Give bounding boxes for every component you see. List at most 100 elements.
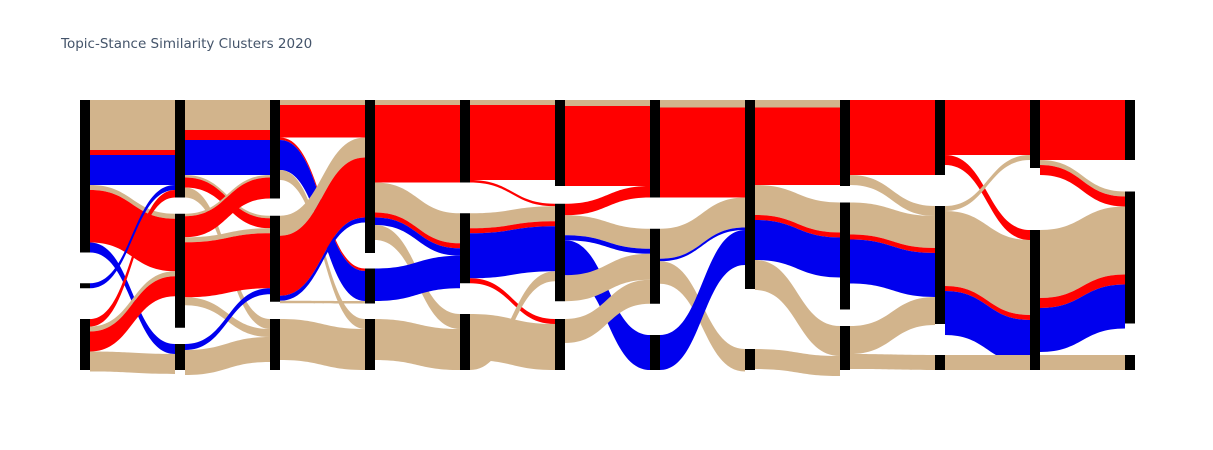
sankey-node-c0c[interactable] <box>80 319 90 370</box>
sankey-link-c10b-c11b-tan-89[interactable] <box>1040 206 1125 299</box>
sankey-node-c9b[interactable] <box>935 206 945 324</box>
sankey-link-c8c-c9c-tan-78[interactable] <box>850 354 935 370</box>
sankey-node-c0b[interactable] <box>80 283 90 289</box>
sankey-link-c1c-c2b-blue-22[interactable] <box>185 288 270 350</box>
sankey-link-c1c-c2c-tan-23[interactable] <box>185 337 270 375</box>
sankey-link-c4b-c5b-tan-45[interactable] <box>470 206 555 229</box>
sankey-node-c8b[interactable] <box>840 202 850 310</box>
sankey-link-c0c-c1c-tan-10[interactable] <box>90 351 175 375</box>
sankey-link-c1a-c2a-blue-13[interactable] <box>185 140 270 175</box>
sankey-link-c10b-c11b-red-90[interactable] <box>1040 274 1125 309</box>
sankey-node-c0a[interactable] <box>80 100 90 253</box>
sankey-node-c7b[interactable] <box>745 349 755 370</box>
sankey-node-c2a[interactable] <box>270 100 280 199</box>
sankey-link-c10a-c11b-red-88[interactable] <box>1040 165 1125 207</box>
sankey-link-c3a-c4b-blue-38[interactable] <box>375 217 460 256</box>
sankey-link-c2b-c3a-blue-31[interactable] <box>280 217 365 301</box>
sankey-link-c1a-c2a-red-12[interactable] <box>185 130 270 140</box>
sankey-link-c2c-c3c-tan-33[interactable] <box>280 319 365 370</box>
sankey-link-c9b-c10a-tan-81[interactable] <box>945 155 1030 211</box>
sankey-link-c5a-c6a-red-52[interactable] <box>565 106 650 186</box>
sankey-node-c5c[interactable] <box>555 319 565 370</box>
sankey-link-c9a-c10a-red-79[interactable] <box>945 100 1030 155</box>
sankey-link-c8b-c9b-tan-74[interactable] <box>850 202 935 249</box>
sankey-link-c5b-c6b-tan-57[interactable] <box>565 253 650 302</box>
sankey-link-c2b-c3a-red-30[interactable] <box>280 157 365 296</box>
sankey-node-c6a[interactable] <box>650 100 660 198</box>
sankey-node-c11a[interactable] <box>1125 100 1135 160</box>
sankey-link-c4a-c5a-red-43[interactable] <box>470 105 555 180</box>
sankey-link-c4b-c5c-red-48[interactable] <box>470 278 555 324</box>
sankey-link-c7b-c8c-tan-71[interactable] <box>755 349 840 376</box>
sankey-link-c6c-c7a-blue-64[interactable] <box>660 230 745 370</box>
sankey-link-c10a-c11a-red-86[interactable] <box>1040 100 1125 160</box>
sankey-node-c8c[interactable] <box>840 326 850 370</box>
sankey-link-c2a-c3a-red-25[interactable] <box>280 105 365 138</box>
sankey-link-c3a-c4a-red-35[interactable] <box>375 105 460 183</box>
sankey-link-c2b-c3a-tan-29[interactable] <box>280 137 365 236</box>
sankey-link-c6b-c7a-blue-62[interactable] <box>660 227 745 262</box>
sankey-link-c7a-c8a-red-66[interactable] <box>755 107 840 186</box>
sankey-link-c2b-c3b-tan-32[interactable] <box>280 300 365 304</box>
sankey-link-c8a-c9a-red-72[interactable] <box>850 100 935 175</box>
sankey-node-c7a[interactable] <box>745 100 755 289</box>
sankey-node-c10b[interactable] <box>1030 230 1040 370</box>
sankey-link-c6a-c7a-tan-59[interactable] <box>660 100 745 108</box>
sankey-link-c7a-c8b-blue-69[interactable] <box>755 220 840 278</box>
sankey-node-c1a[interactable] <box>175 100 185 198</box>
sankey-node-c2b[interactable] <box>270 215 280 302</box>
sankey-link-c3a-c4b-red-37[interactable] <box>375 212 460 249</box>
sankey-link-c9b-c10b-red-83[interactable] <box>945 286 1030 320</box>
sankey-link-c7a-c8c-tan-70[interactable] <box>755 260 840 356</box>
sankey-node-c6b[interactable] <box>650 228 660 304</box>
sankey-link-c1b-c2a-red-18[interactable] <box>185 177 270 238</box>
sankey-link-c0a-c1c-blue-5[interactable] <box>90 242 175 355</box>
sankey-link-c2a-c3a-tan-24[interactable] <box>280 100 365 105</box>
sankey-node-c10a[interactable] <box>1030 100 1040 168</box>
sankey-link-c10b-c11b-blue-91[interactable] <box>1040 284 1125 353</box>
sankey-node-c11c[interactable] <box>1125 355 1135 370</box>
sankey-link-c8b-c9b-blue-76[interactable] <box>850 239 935 298</box>
sankey-link-c0a-c1a-blue-2[interactable] <box>90 155 175 185</box>
sankey-link-c4c-c5b-tan-50[interactable] <box>470 271 555 370</box>
sankey-node-c5a[interactable] <box>555 100 565 186</box>
sankey-node-c2c[interactable] <box>270 319 280 370</box>
sankey-link-c8a-c9b-tan-73[interactable] <box>850 175 935 216</box>
sankey-node-c4c[interactable] <box>460 314 470 370</box>
sankey-link-c4a-c5b-red-44[interactable] <box>470 180 555 207</box>
sankey-link-c3b-c4b-blue-40[interactable] <box>375 255 460 301</box>
sankey-link-c8b-c9b-red-75[interactable] <box>850 234 935 254</box>
sankey-link-c5b-c6b-blue-55[interactable] <box>565 235 650 254</box>
sankey-link-c3a-c4b-tan-36[interactable] <box>375 182 460 244</box>
sankey-link-c3a-c4a-tan-34[interactable] <box>375 100 460 105</box>
sankey-link-c0a-c1b-tan-3[interactable] <box>90 185 175 219</box>
sankey-link-c9b-c10b-blue-84[interactable] <box>945 291 1030 364</box>
sankey-node-c8a[interactable] <box>840 100 850 186</box>
sankey-link-c0b-c1a-blue-6[interactable] <box>90 185 175 289</box>
sankey-link-c3c-c4c-tan-41[interactable] <box>375 319 460 370</box>
sankey-link-c9a-c10b-red-80[interactable] <box>945 155 1030 240</box>
sankey-link-c1b-c2b-tan-19[interactable] <box>185 228 270 243</box>
sankey-link-c1b-c2a-tan-17[interactable] <box>185 175 270 217</box>
sankey-node-c9c[interactable] <box>935 355 945 370</box>
sankey-link-c9b-c10b-tan-82[interactable] <box>945 211 1030 315</box>
sankey-link-c0c-c1b-red-9[interactable] <box>90 276 175 352</box>
sankey-link-c5b-c6b-tan-54[interactable] <box>565 215 650 249</box>
sankey-node-c1c[interactable] <box>175 344 185 370</box>
sankey-link-c0c-c1a-red-7[interactable] <box>90 190 175 327</box>
sankey-link-c10a-c11b-tan-87[interactable] <box>1040 160 1125 197</box>
sankey-node-c3b[interactable] <box>365 268 375 304</box>
sankey-node-c6c[interactable] <box>650 335 660 370</box>
sankey-link-c5a-c6a-tan-51[interactable] <box>565 100 650 106</box>
sankey-node-c3a[interactable] <box>365 100 375 253</box>
sankey-link-c4a-c5a-tan-42[interactable] <box>470 100 555 105</box>
sankey-node-c9a[interactable] <box>935 100 945 175</box>
sankey-link-c6a-c7a-red-60[interactable] <box>660 107 745 198</box>
sankey-link-c7a-c8b-tan-67[interactable] <box>755 185 840 233</box>
sankey-link-c4b-c5b-red-46[interactable] <box>470 221 555 234</box>
sankey-link-c1a-c2a-tan-11[interactable] <box>185 100 270 130</box>
sankey-node-c5b[interactable] <box>555 203 565 302</box>
sankey-link-c4b-c5b-blue-47[interactable] <box>470 226 555 279</box>
sankey-link-c1b-c2b-red-20[interactable] <box>185 233 270 298</box>
sankey-link-c0a-c1b-red-4[interactable] <box>90 190 175 272</box>
